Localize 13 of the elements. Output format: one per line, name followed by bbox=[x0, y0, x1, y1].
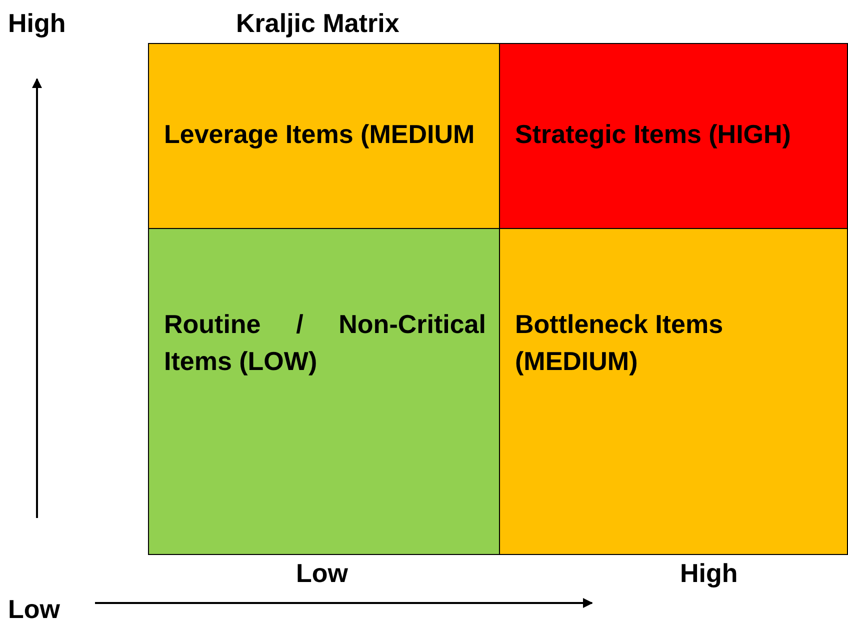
x-axis-low-label: Low bbox=[296, 558, 348, 589]
x-axis-high-label: High bbox=[680, 558, 738, 589]
quadrant-label: Leverage Items (MEDIUM bbox=[164, 118, 476, 151]
matrix-quadrant bbox=[499, 43, 848, 229]
quadrant-label: Routine / Non-Critical Items (LOW) bbox=[164, 308, 486, 378]
y-axis-low-label: Low bbox=[8, 594, 60, 622]
matrix-quadrant bbox=[148, 228, 500, 555]
y-axis-high-label: High bbox=[8, 8, 66, 39]
quadrant-label: Strategic Items (HIGH) bbox=[515, 118, 792, 151]
matrix-quadrant bbox=[499, 228, 848, 555]
quadrant-label: Bottleneck Items (MEDIUM) bbox=[515, 308, 724, 378]
matrix-quadrant bbox=[148, 43, 500, 229]
matrix-title: Kraljic Matrix bbox=[236, 8, 400, 39]
